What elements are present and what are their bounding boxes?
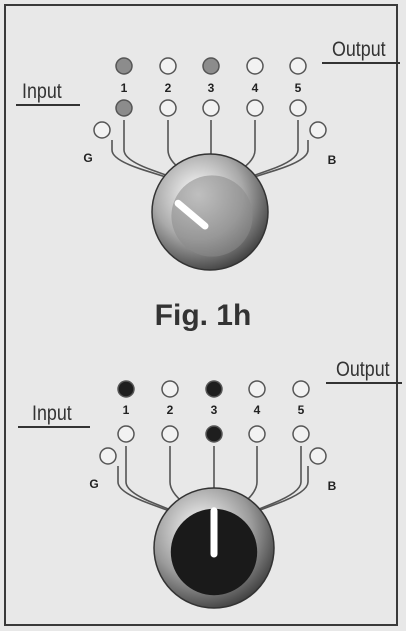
input-label: Input [32,402,72,425]
wire [123,120,181,181]
input-terminal-3 [205,425,223,443]
output-terminal-1 [117,380,135,398]
output-terminal-1 [115,57,133,75]
ground-label: G [89,477,98,491]
input-terminal-2 [161,425,179,443]
wire [244,446,302,516]
terminal-number-1: 1 [123,403,130,417]
output-terminal-3 [205,380,223,398]
terminal-number-1: 1 [121,81,128,95]
wire [125,446,184,516]
terminal-number-4: 4 [254,403,261,417]
output-terminal-5 [289,57,307,75]
output-terminal-4 [246,57,264,75]
input-terminal-5 [292,425,310,443]
terminal-number-3: 3 [208,81,215,95]
ground-terminal [99,447,117,465]
b-label: B [328,479,337,493]
switch-diagram-2: 1 2 3 4 5G B [89,380,337,609]
wire [111,140,176,181]
output-terminal-2 [161,380,179,398]
terminal-number-4: 4 [252,81,259,95]
output-label: Output [336,358,390,381]
output-terminal-4 [248,380,266,398]
output-terminal-3 [202,57,220,75]
output-terminal-5 [292,380,310,398]
knob-pointer [174,199,209,230]
terminal-number-2: 2 [167,403,174,417]
input-terminal-1 [117,425,135,443]
input-terminal-2 [159,99,177,117]
input-terminal-3 [202,99,220,117]
wire [244,140,309,181]
terminal-number-5: 5 [298,403,305,417]
output-rule [326,382,402,384]
b-label: B [328,153,337,167]
terminal-number-2: 2 [165,81,172,95]
ground-terminal [93,121,111,139]
input-terminal-5 [289,99,307,117]
input-label: Input [22,80,62,103]
figure-caption: Fig. 1h [154,299,252,332]
input-terminal-1 [115,99,133,117]
input-rule [16,104,80,106]
output-terminal-2 [159,57,177,75]
terminal-number-3: 3 [211,403,218,417]
switch-diagram-1: 1 2 3 4 5G B [83,57,337,271]
wire [240,120,299,181]
input-rule [18,426,90,428]
knob-cap [171,175,253,257]
b-terminal [309,447,327,465]
b-terminal [309,121,327,139]
terminal-number-5: 5 [295,81,302,95]
wire [246,466,309,516]
ground-label: G [83,151,92,165]
wire [117,466,181,516]
output-label: Output [332,38,386,61]
figure-frame [4,4,398,626]
input-terminal-4 [246,99,264,117]
input-terminal-4 [248,425,266,443]
output-rule [322,62,400,64]
